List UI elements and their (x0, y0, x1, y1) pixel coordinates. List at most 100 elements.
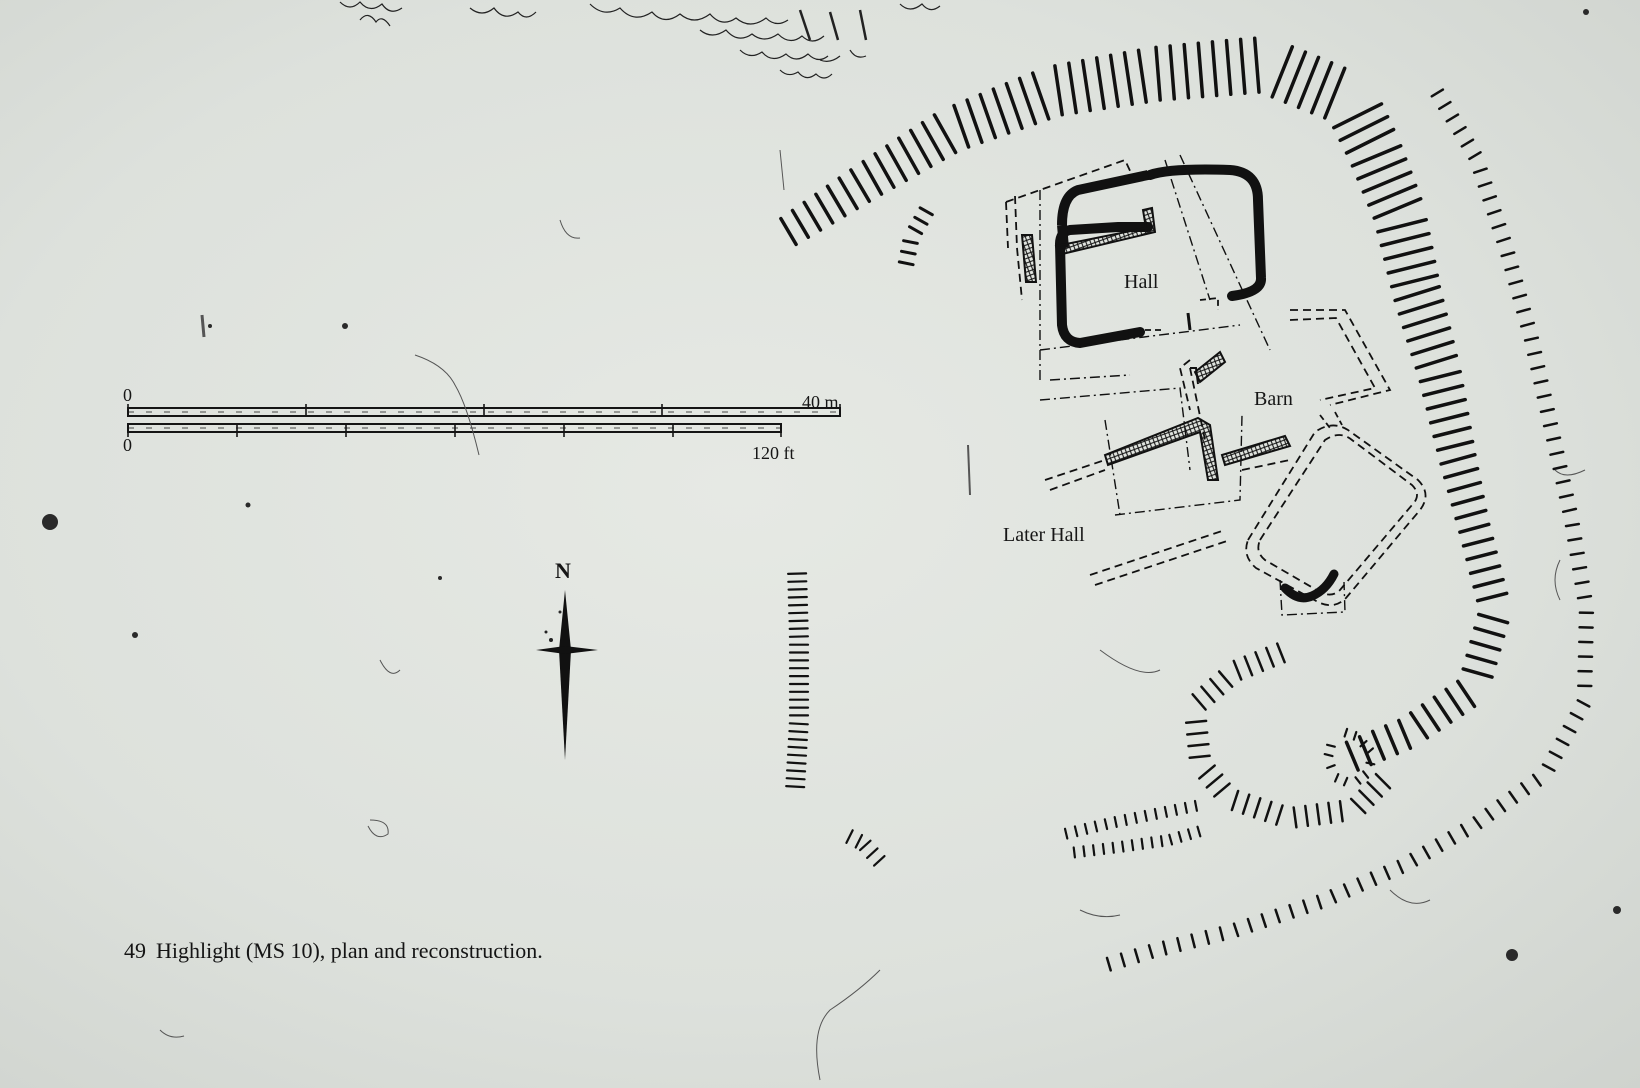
bank-hachure (1465, 550, 1498, 562)
trackway-hachure (1150, 836, 1154, 849)
trackway-hachure (1123, 813, 1128, 827)
ditch-hachure (1369, 871, 1378, 886)
ditch-hachure (1530, 364, 1546, 371)
bank-hachure (1108, 53, 1120, 109)
later-hall-outline (1044, 459, 1291, 586)
ditch-hachure (1482, 195, 1498, 202)
south-ditch-hachures (1184, 642, 1392, 829)
west-bank-hachures (897, 206, 934, 267)
knoll-hachure (1325, 743, 1336, 748)
bank-hachure (788, 619, 809, 623)
trackway-hachure (1111, 841, 1115, 854)
bank-hachure (1475, 591, 1509, 603)
ditch-hachure (1512, 293, 1528, 300)
bank-hachure (1283, 50, 1308, 104)
bank-hachure (900, 249, 917, 256)
ditch-hachure (1274, 908, 1281, 924)
bank-hachure (858, 839, 872, 852)
figure-number: 49 (124, 938, 146, 963)
ditch-hachure (1176, 936, 1182, 953)
barn-foundation (1190, 350, 1227, 385)
ditch-hachure (1472, 816, 1483, 830)
bank-hachure (1080, 58, 1092, 113)
scale-metric-start: 0 (123, 385, 132, 405)
bank-hachure (1443, 466, 1480, 480)
bank-hachure (1332, 102, 1384, 130)
ditch-hachure (1447, 831, 1457, 845)
label-barn: Barn (1254, 388, 1293, 410)
bank-hachure (787, 737, 809, 742)
bank-hachure (854, 833, 864, 849)
bank-hachure (1296, 55, 1321, 110)
bank-hachure (1238, 37, 1247, 95)
bank-hachure (837, 176, 859, 211)
vegetation-drawing (339, 1, 941, 79)
knoll-hachures (1323, 727, 1376, 787)
bank-hachure (1213, 782, 1231, 798)
bank-hachure (1275, 804, 1284, 826)
ditch-hachure (1527, 350, 1543, 357)
bank-hachure (1184, 719, 1208, 725)
bank-hachure (1188, 754, 1211, 759)
ditch-hachure (1342, 883, 1351, 898)
ditch-hachure (1438, 100, 1452, 111)
bank-hachure (845, 829, 854, 845)
trackway-hachure (1177, 830, 1183, 843)
ditch-hachure (1302, 899, 1309, 915)
bank-hachure (1254, 651, 1265, 673)
trackway-hachure (1133, 811, 1138, 824)
ditch-hachure (1561, 507, 1578, 514)
ditch-hachure (1558, 493, 1574, 499)
bank-hachure (785, 769, 807, 773)
ditch-hachure (1468, 151, 1482, 161)
bank-hachure (787, 595, 808, 599)
scale-metric-end: 40 m (802, 392, 839, 412)
ditch-hachure (1496, 236, 1511, 244)
bank-hachure (1136, 48, 1148, 104)
bank-hachure (1198, 764, 1216, 780)
ditch-hachure (1504, 265, 1520, 272)
bank-hachure (1446, 480, 1483, 494)
bank-hachure (1154, 45, 1162, 102)
bank-hachure (1444, 687, 1465, 717)
ditch-hachure (1383, 865, 1391, 881)
ditch-hachure (1562, 724, 1577, 734)
bank-hachure (918, 206, 934, 217)
bank-hachure (786, 761, 807, 765)
bank-hachure (1383, 245, 1434, 261)
ditch-hachure (1472, 167, 1488, 174)
bank-hachure (1344, 740, 1360, 772)
ditch-hachure (1576, 699, 1591, 708)
knoll-hachure (1323, 752, 1334, 758)
bank-hachure (1473, 626, 1506, 639)
film-scratches (159, 149, 1586, 1081)
ditch-hachure (1552, 464, 1568, 471)
bank-hachure (1241, 793, 1251, 815)
bank-hachure (1309, 61, 1334, 115)
trackway-hachure (1073, 825, 1079, 838)
trackway-hachure (1196, 825, 1202, 838)
bank-hachure (1263, 800, 1273, 823)
film-specks (42, 9, 1621, 961)
trackway-hachure (1091, 844, 1096, 857)
bank-hachure (849, 168, 872, 204)
bank-hachure (1315, 803, 1321, 826)
bank-hachure (1122, 51, 1134, 106)
bank-hachure (1408, 711, 1430, 740)
bank-hachure (1187, 742, 1210, 748)
south-building-outline (1257, 434, 1418, 596)
ditch-hachure (1246, 917, 1254, 933)
hall-foundation (1020, 206, 1157, 283)
bank-hachure (1458, 522, 1491, 534)
bank-hachure (1379, 231, 1431, 248)
bank-hachure (1182, 42, 1191, 100)
knoll-hachure (1354, 776, 1362, 785)
bank-hachure (1432, 425, 1472, 439)
bank-hachure (1205, 773, 1224, 789)
knoll-hachure (1359, 739, 1368, 748)
bank-hachure (1370, 729, 1386, 761)
bank-hachure (1338, 800, 1344, 823)
trackway-hachure (1159, 835, 1164, 848)
trackway-hachure (1120, 840, 1125, 853)
